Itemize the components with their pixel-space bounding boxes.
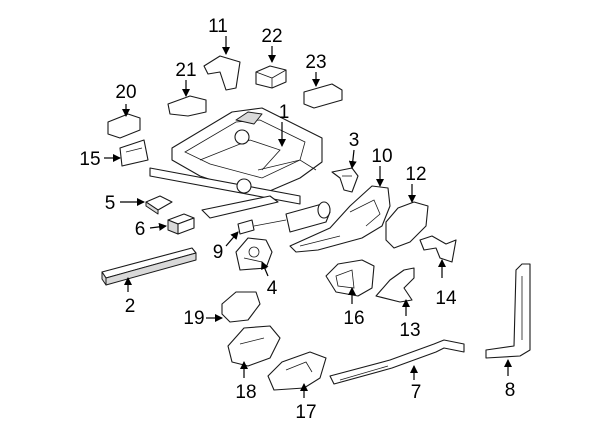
callout-7: 7	[411, 382, 422, 403]
callout-17: 17	[295, 402, 316, 423]
cushion-part-18	[227, 325, 281, 367]
callout-group: 11 22 23 21 20 1 3 10 12 15 5 6 9 4 2 16	[79, 16, 515, 423]
strip-part-23	[303, 83, 343, 109]
callout-11: 11	[208, 16, 228, 37]
callout-20: 20	[115, 82, 136, 103]
callout-16: 16	[343, 308, 364, 329]
callout-6: 6	[135, 219, 146, 240]
actuator-part-9	[237, 201, 331, 235]
callout-10: 10	[371, 146, 392, 167]
callout-4: 4	[267, 278, 278, 299]
callout-14: 14	[435, 288, 457, 309]
callout-13: 13	[399, 320, 420, 341]
side-shield-part-10	[289, 185, 391, 253]
bracket-part-14	[419, 235, 457, 263]
seat-frame-part	[149, 107, 323, 219]
bracket-part-3	[331, 167, 359, 193]
callout-2: 2	[125, 296, 136, 317]
panel-part-17	[267, 351, 327, 391]
leader-4	[261, 261, 269, 277]
callout-21: 21	[175, 60, 196, 81]
callout-8: 8	[505, 380, 516, 401]
callout-22: 22	[261, 26, 282, 47]
callout-15: 15	[79, 149, 100, 170]
track-rail-part-7	[329, 339, 465, 385]
block-part-22	[255, 65, 287, 89]
rail-bar-part	[101, 247, 197, 286]
switch-module-part-6	[167, 213, 195, 235]
bracket-part-4	[235, 237, 273, 271]
bracket-part-20	[107, 113, 141, 139]
bracket-part-11	[203, 55, 241, 91]
callout-1: 1	[279, 102, 290, 123]
curved-cover-part-13	[375, 267, 415, 303]
cushion-part-19	[221, 291, 261, 323]
leader-6	[149, 222, 167, 231]
bracket-part-15	[119, 139, 149, 167]
callout-23: 23	[305, 52, 326, 73]
switch-cover-part-16	[325, 259, 375, 297]
callout-19: 19	[183, 308, 204, 329]
leader-3	[348, 149, 357, 169]
pad-part-5	[145, 195, 173, 215]
vertical-trim-part-8	[485, 263, 531, 359]
leader-9	[225, 231, 239, 247]
callout-12: 12	[405, 164, 426, 185]
bracket-part-21	[167, 95, 207, 117]
callout-18: 18	[235, 382, 256, 403]
callout-5: 5	[105, 193, 116, 214]
callout-9: 9	[213, 242, 224, 263]
shield-part-12	[385, 201, 429, 249]
callout-3: 3	[349, 130, 360, 151]
